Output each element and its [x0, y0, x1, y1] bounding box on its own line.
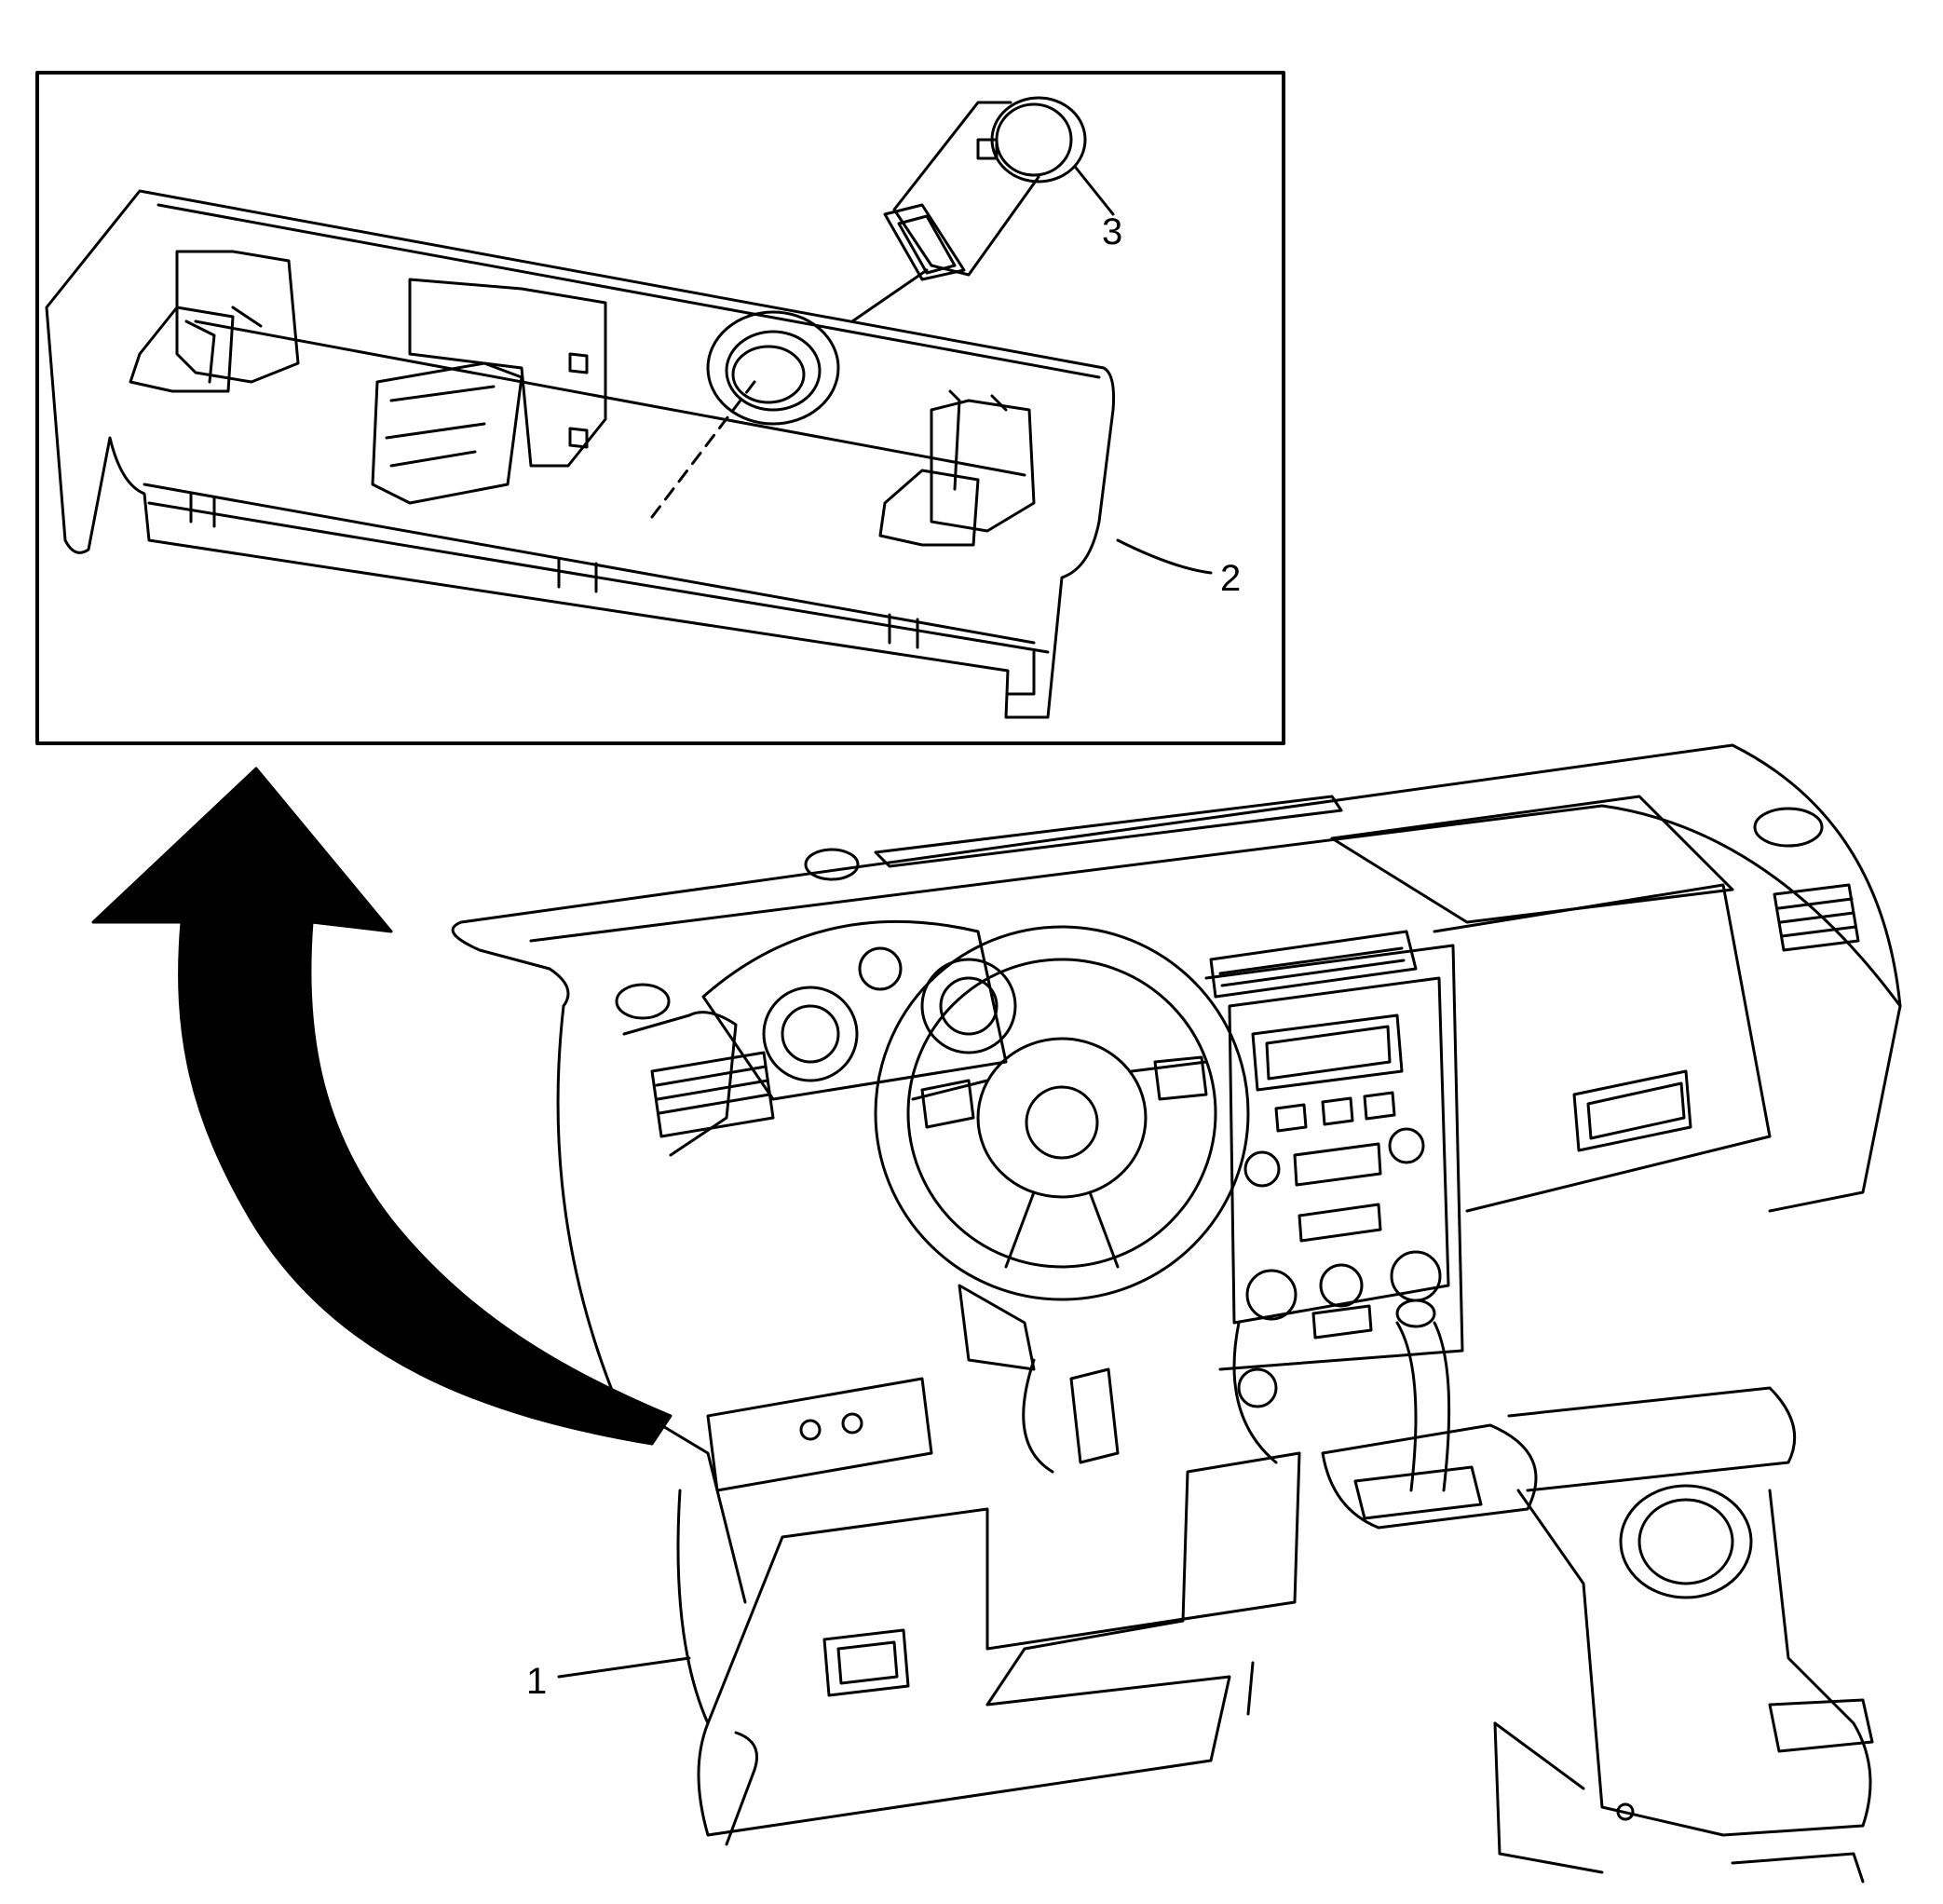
steering-wheel: [874, 925, 1250, 1371]
trim-bezel-part-2: [45, 189, 1115, 719]
callout-3: 3: [1102, 211, 1122, 252]
leader-line-1: [557, 1656, 691, 1679]
switch-part-3: [850, 96, 1115, 323]
leader-line-2: [1116, 538, 1213, 575]
knee-bolster-part-1: [697, 1377, 1301, 1846]
center-stack: [1204, 930, 1464, 1408]
callout-2: 2: [1220, 558, 1241, 599]
floor-console: [1321, 1299, 1874, 1884]
callout-1: 1: [526, 1661, 547, 1702]
detail-inset: [35, 71, 1285, 745]
curved-arrow: [91, 767, 673, 1446]
instrument-panel-assembly: [451, 743, 1902, 1884]
inset-frame: [35, 71, 1285, 745]
